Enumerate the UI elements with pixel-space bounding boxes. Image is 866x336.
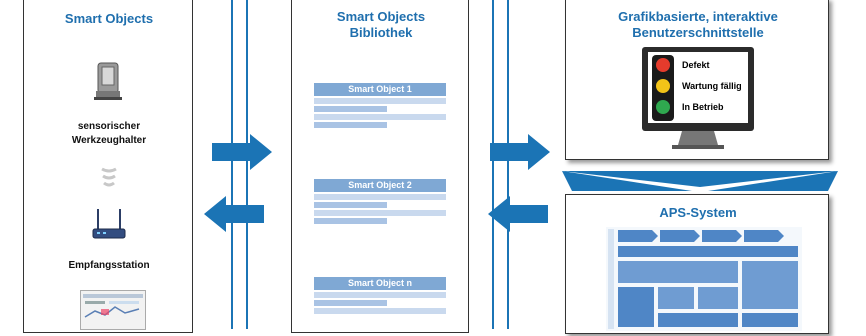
card-row — [314, 98, 446, 104]
aps-panel: APS-System — [565, 194, 829, 334]
smart-object-card-n: Smart Object n — [314, 277, 446, 314]
gui-panel: Grafikbasierte, interaktive Benutzerschn… — [565, 0, 829, 160]
router-icon — [90, 205, 128, 241]
card-row — [314, 106, 387, 112]
smart-object-name: Smart Object n — [314, 277, 446, 290]
status-label-running: In Betrieb — [682, 102, 724, 112]
library-title-line1: Smart Objects — [336, 9, 426, 24]
card-row — [314, 292, 446, 298]
smart-object-card-1: Smart Object 1 — [314, 83, 446, 128]
divider-line — [231, 0, 233, 329]
smart-objects-title: Smart Objects — [64, 11, 154, 26]
card-row — [314, 308, 446, 314]
aps-title: APS-System — [659, 205, 737, 220]
status-label-defect: Defekt — [682, 60, 710, 70]
gui-title-line1: Grafikbasierte, interaktive — [618, 9, 778, 24]
card-row — [314, 218, 387, 224]
status-label-maintenance: Wartung fällig — [682, 81, 742, 91]
card-row — [314, 122, 387, 128]
arrow-left-icon — [488, 196, 548, 237]
station-label: Empfangsstation — [68, 260, 150, 271]
arrow-right-icon — [212, 134, 272, 175]
status-light-maintenance — [656, 79, 670, 93]
smart-object-card-2: Smart Object 2 — [314, 179, 446, 224]
screen-thumbnail-icon — [80, 290, 146, 330]
smart-object-name: Smart Object 1 — [314, 83, 446, 96]
card-row — [314, 194, 446, 200]
card-row — [314, 300, 387, 306]
smart-objects-panel: Smart Objects sensorischer Werkzeughalte… — [23, 0, 193, 333]
card-row — [314, 114, 446, 120]
card-row — [314, 210, 446, 216]
library-panel: Smart Objects Bibliothek Smart Object 1 … — [291, 0, 469, 333]
divider-line — [507, 0, 509, 329]
sensor-label-line2: Werkzeughalter — [71, 135, 147, 146]
divider-line — [246, 0, 248, 329]
connector-shape — [562, 171, 838, 198]
gui-title-line2: Benutzerschnittstelle — [632, 25, 764, 40]
sensor-label-line1: sensorischer — [77, 121, 141, 132]
arrow-right-icon — [490, 134, 550, 175]
smart-object-name: Smart Object 2 — [314, 179, 446, 192]
tool-holder-icon — [92, 61, 124, 101]
status-light-running — [656, 100, 670, 114]
aps-diagram-thumbnail — [606, 227, 802, 331]
status-light-defect — [656, 58, 670, 72]
divider-line — [492, 0, 494, 329]
arrow-left-icon — [204, 196, 264, 237]
wireless-signal-icon — [94, 165, 124, 195]
card-row — [314, 202, 387, 208]
library-title-line2: Bibliothek — [349, 25, 413, 40]
